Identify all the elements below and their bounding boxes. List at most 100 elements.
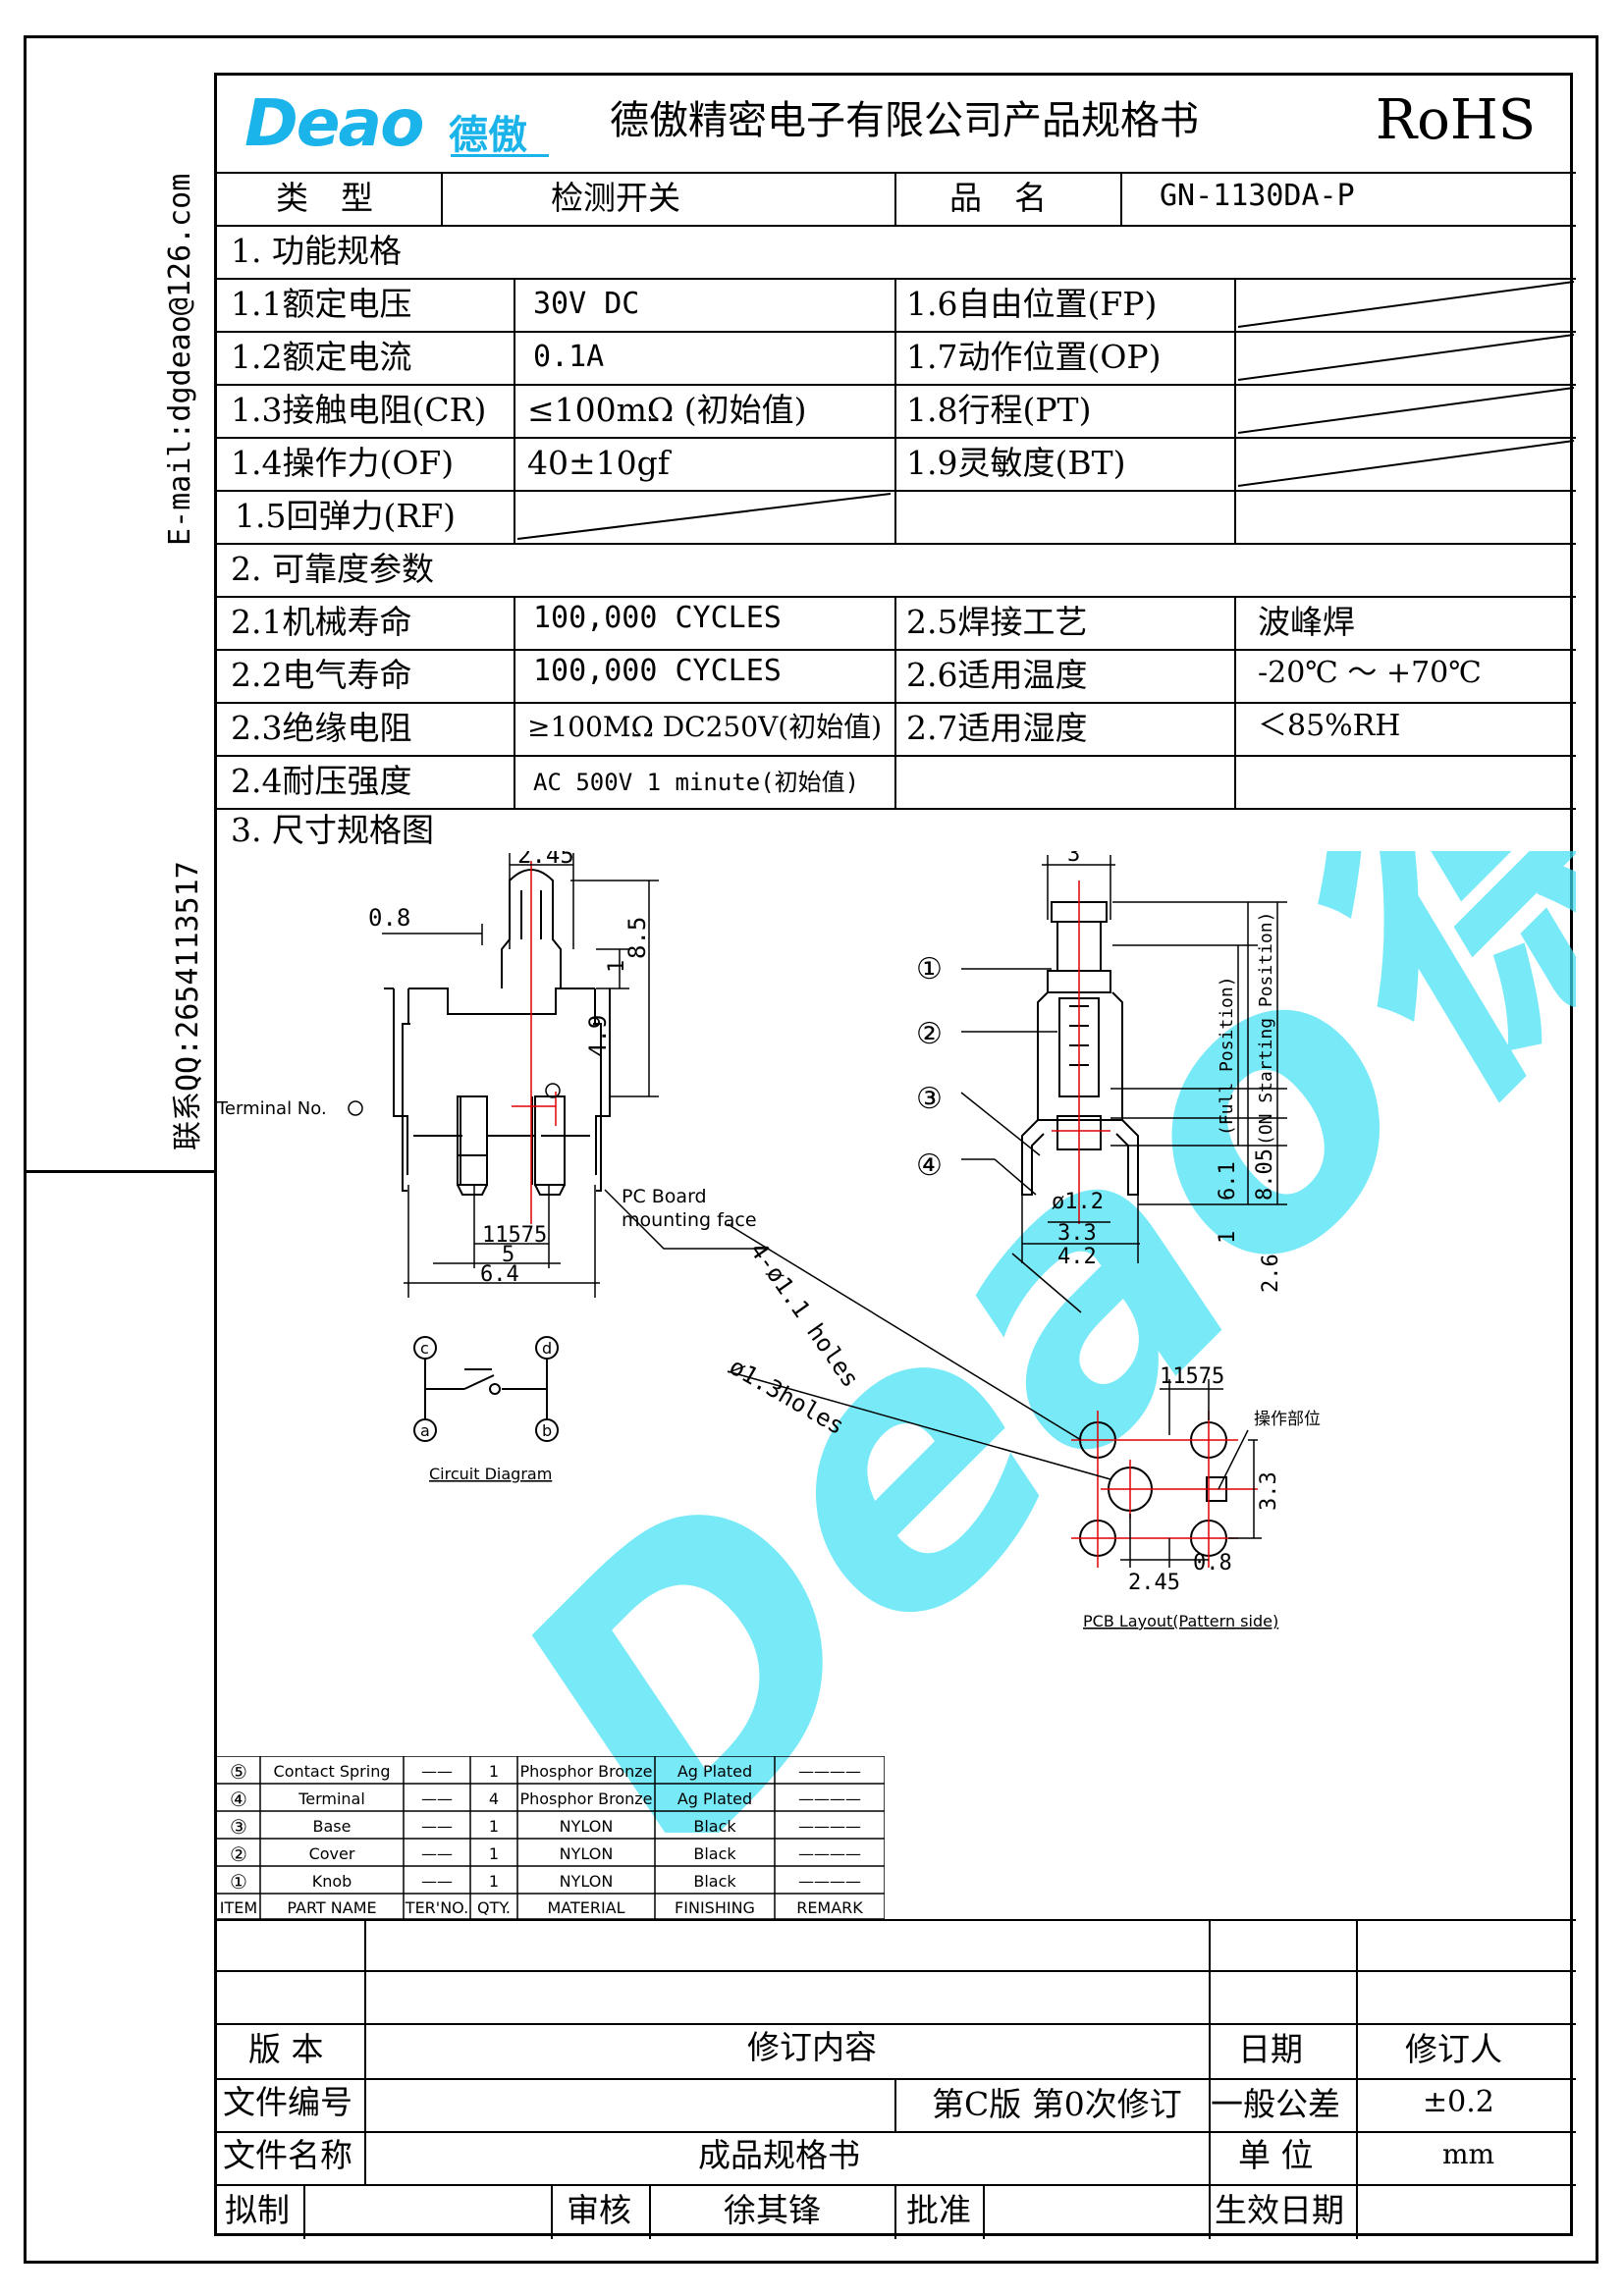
terminal-b: b <box>542 1421 552 1440</box>
callout-1: ① <box>916 952 943 987</box>
rohs-mark: RoHS <box>1376 88 1537 152</box>
dim-label: 8.05 <box>1253 1148 1277 1201</box>
callout-2: ② <box>916 1017 943 1051</box>
doc-no-label: 文件编号 <box>223 2083 352 2121</box>
dim-label: 6.1 <box>1216 1161 1240 1201</box>
spec-label: 1.7动作位置(OP) <box>906 338 1162 376</box>
type-label: 类 型 <box>276 179 373 217</box>
table-header: TER'NO. <box>405 1898 469 1917</box>
section2-title: 2. 可靠度参数 <box>231 550 434 588</box>
version-label: 版 本 <box>248 2030 324 2068</box>
reviewer-name: 徐其锋 <box>724 2191 821 2229</box>
part-item: ④ <box>230 1788 247 1811</box>
part-name: Cover <box>308 1844 355 1863</box>
reliability-label: 2.5焊接工艺 <box>906 603 1088 641</box>
tolerance-label: 一般公差 <box>1211 2085 1340 2123</box>
operation-part-label: 操作部位 <box>1254 1410 1321 1429</box>
spec-label: 1.5回弹力(RF) <box>235 497 456 535</box>
part-ter: —— <box>421 1817 453 1836</box>
spec-value: ≤100mΩ (初始值) <box>527 391 807 429</box>
dim-label: 3 <box>1067 851 1080 867</box>
callout-3: ③ <box>916 1082 943 1116</box>
spec-label: 1.1额定电压 <box>231 285 412 323</box>
part-material: Phosphor Bronze <box>519 1789 653 1808</box>
part-ter: —— <box>421 1762 453 1781</box>
spec-label: 1.4操作力(OF) <box>231 444 455 482</box>
full-position-label: (Full Position) <box>1217 976 1237 1136</box>
dim-label: 1 <box>1216 1231 1240 1244</box>
reliability-label: 2.1机械寿命 <box>231 603 412 641</box>
sidebar-divider <box>24 1170 214 1173</box>
part-finishing: Black <box>693 1817 736 1836</box>
table-header: PART NAME <box>287 1898 377 1917</box>
part-remark: ———— <box>798 1844 861 1863</box>
date-label: 日期 <box>1238 2030 1303 2068</box>
terminal-no-label: Terminal No. <box>217 1098 327 1119</box>
dim-label: 2.45 <box>1128 1571 1180 1595</box>
dim-label: 3.3 <box>1057 1221 1097 1246</box>
reliability-value: AC 500V 1 minute(初始值) <box>533 769 860 796</box>
watermark-logo: Deao德傲 <box>436 851 1576 1833</box>
section1-title: 1. 功能规格 <box>231 232 402 270</box>
tolerance-value: ±0.2 <box>1423 2085 1494 2119</box>
dim-label: 2.45 <box>517 851 574 869</box>
dim-label: 0.8 <box>1193 1551 1232 1575</box>
product-name-value: GN-1130DA-P <box>1160 179 1355 213</box>
part-qty: 1 <box>488 1844 500 1863</box>
reliability-value: 100,000 CYCLES <box>533 601 782 635</box>
doc-name-label: 文件名称 <box>223 2136 352 2174</box>
unit-value: mm <box>1442 2138 1495 2170</box>
part-name: Knob <box>311 1872 352 1891</box>
edition-value: 第C版 第0次修订 <box>932 2085 1182 2123</box>
part-ter: —— <box>421 1872 453 1891</box>
part-item: ⑤ <box>230 1760 247 1784</box>
part-item: ② <box>230 1842 247 1866</box>
part-finishing: Ag Plated <box>677 1762 753 1781</box>
part-finishing: Black <box>693 1844 736 1863</box>
reliability-label: 2.2电气寿命 <box>231 656 412 694</box>
part-material: Phosphor Bronze <box>519 1762 653 1781</box>
reliability-label: 2.3绝缘电阻 <box>231 709 412 747</box>
part-qty: 1 <box>488 1872 500 1891</box>
dim-label: 11575 <box>482 1223 547 1248</box>
terminal-d: d <box>542 1339 552 1358</box>
section3-title: 3. 尺寸规格图 <box>231 811 434 849</box>
part-qty: 4 <box>488 1789 500 1808</box>
spec-label: 1.9灵敏度(BT) <box>906 444 1126 482</box>
part-remark: ———— <box>798 1817 861 1836</box>
dim-label: 1 <box>605 960 629 973</box>
part-name: Base <box>312 1817 352 1836</box>
pcb-board-label: PC Board <box>622 1186 707 1207</box>
dim-label: 2.6 <box>1259 1254 1283 1293</box>
circuit-diagram-label: Circuit Diagram <box>429 1465 552 1483</box>
part-ter: —— <box>421 1789 453 1808</box>
part-remark: ———— <box>798 1789 861 1808</box>
spec-label: 1.2额定电流 <box>231 338 412 376</box>
front-view-dims <box>960 855 1287 1313</box>
side-view-dims <box>382 853 767 1298</box>
reliability-value: -20℃ ～ +70℃ <box>1258 656 1482 690</box>
dim-label: 8.5 <box>623 917 651 959</box>
table-header: ITEM <box>219 1898 258 1917</box>
drafted-label: 拟制 <box>225 2191 290 2229</box>
spec-label: 1.3接触电阻(CR) <box>231 391 487 429</box>
part-finishing: Ag Plated <box>677 1789 753 1808</box>
reliability-label: 2.6适用温度 <box>906 656 1088 694</box>
spec-value: 40±10gf <box>527 444 670 482</box>
part-ter: —— <box>421 1844 453 1863</box>
spec-label: 1.6自由位置(FP) <box>906 285 1158 323</box>
dim-label: 0.8 <box>368 904 410 932</box>
type-value: 检测开关 <box>551 179 680 217</box>
mounting-face-label: mounting face <box>622 1209 757 1231</box>
spec-value: 0.1A <box>533 340 605 374</box>
circuit-diagram <box>413 1336 559 1442</box>
effective-date-label: 生效日期 <box>1215 2191 1344 2229</box>
side-email: E-mail:dgdeao@126.com <box>163 173 197 546</box>
part-qty: 1 <box>488 1762 500 1781</box>
reliability-value: 波峰焊 <box>1258 603 1355 641</box>
part-name: Terminal <box>298 1789 365 1808</box>
part-item: ③ <box>230 1815 247 1839</box>
dim-label: 6.4 <box>480 1262 519 1287</box>
company-logo: Deao 德傲 <box>244 85 549 161</box>
dim-label: 11575 <box>1160 1364 1224 1389</box>
